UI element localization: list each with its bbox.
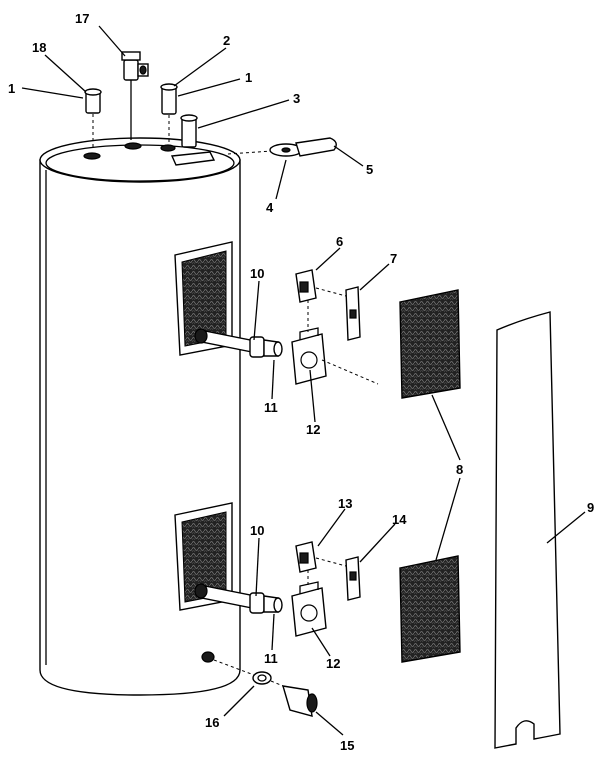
callout-17: 17 bbox=[75, 11, 89, 26]
callout-8: 8 bbox=[456, 462, 463, 477]
callout-12-upper: 12 bbox=[306, 422, 320, 437]
lower-heating-element bbox=[194, 583, 283, 614]
callout-4: 4 bbox=[266, 200, 274, 215]
callout-11-lower: 11 bbox=[264, 651, 278, 666]
nipple-center bbox=[160, 83, 178, 144]
callout-labels: 1 18 17 2 1 3 5 4 6 7 10 11 12 8 9 13 14… bbox=[8, 11, 594, 753]
lower-bracket bbox=[291, 581, 327, 637]
callout-11-upper: 11 bbox=[264, 400, 278, 415]
upper-thermostat bbox=[295, 269, 361, 341]
callout-10-upper: 10 bbox=[250, 266, 264, 281]
gasket-and-cover bbox=[227, 137, 337, 157]
callout-10-lower: 10 bbox=[250, 523, 264, 538]
jacket-cover bbox=[494, 311, 561, 749]
upper-access-opening bbox=[174, 241, 233, 356]
callout-1-left: 1 bbox=[8, 81, 15, 96]
callout-12-lower: 12 bbox=[326, 656, 340, 671]
callout-7: 7 bbox=[390, 251, 397, 266]
callout-9: 9 bbox=[587, 500, 594, 515]
insulation-pads bbox=[399, 289, 461, 663]
relief-valve bbox=[121, 51, 149, 140]
anode-nipple bbox=[180, 114, 198, 148]
lower-thermostat bbox=[295, 541, 361, 601]
upper-heating-element bbox=[194, 328, 283, 358]
leader-lines bbox=[21, 25, 586, 736]
callout-13: 13 bbox=[338, 496, 352, 511]
tank bbox=[39, 137, 241, 696]
callout-14: 14 bbox=[392, 512, 407, 527]
nipple-left bbox=[84, 88, 102, 150]
callout-2: 2 bbox=[223, 33, 230, 48]
callout-18: 18 bbox=[32, 40, 46, 55]
callout-1-right: 1 bbox=[245, 70, 252, 85]
callout-3: 3 bbox=[293, 91, 300, 106]
callout-5: 5 bbox=[366, 162, 373, 177]
callout-6: 6 bbox=[336, 234, 343, 249]
callout-15: 15 bbox=[340, 738, 354, 753]
upper-bracket bbox=[291, 327, 379, 385]
drain-valve bbox=[213, 659, 318, 717]
callout-16: 16 bbox=[205, 715, 219, 730]
lower-access-opening bbox=[174, 502, 233, 611]
